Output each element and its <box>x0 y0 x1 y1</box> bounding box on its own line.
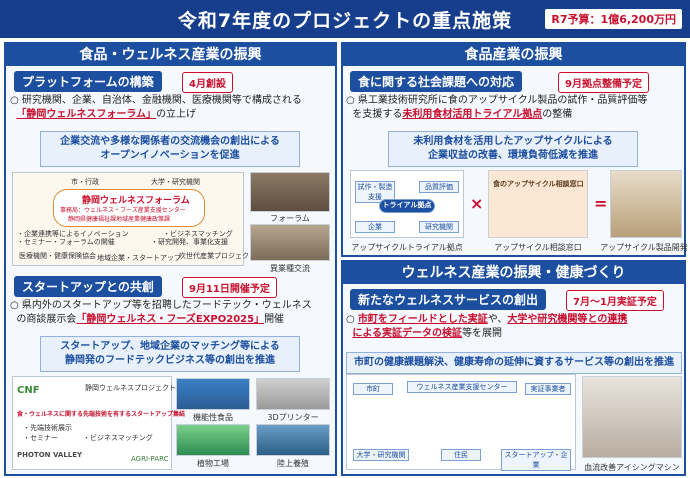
startup-title: スタートアップとの共創 <box>14 276 162 297</box>
icing-machine-caption: 血流改善アイシングマシン <box>584 463 680 472</box>
functional-food-photo <box>176 378 250 410</box>
expo-diagram: CNF 静岡ウェルネスプロジェクト 食・ウェルネスに関する先端技術を有するスター… <box>12 376 185 470</box>
platform-badge: 4月創設 <box>182 72 233 93</box>
service-diagram: 市町 ウェルネス産業支援センター 実証事業者 大学・研究機関 住民 スタートアッ… <box>346 374 576 471</box>
forum-photo-caption: フォーラム <box>270 214 310 223</box>
service-title: 新たなウェルネスサービスの創出 <box>350 289 547 310</box>
equals-symbol: = <box>594 194 608 213</box>
right-bottom-panel-title: ウェルネス産業の振興・健康づくり <box>343 262 684 284</box>
platform-title: プラットフォームの構築 <box>14 71 162 92</box>
trial-base-center: トライアル拠点 <box>379 199 435 213</box>
budget-badge: R7予算：1億6,200万円 <box>545 9 682 29</box>
startup-badge: 9月11日開催予定 <box>182 277 277 298</box>
consultation-window-image: 食のアップサイクル相談窓口 <box>488 170 588 238</box>
page-header: 令和7年度のプロジェクトの重点施策 R7予算：1億6,200万円 <box>0 0 690 38</box>
aquaculture-caption: 陸上養殖 <box>277 459 309 468</box>
photon-valley-logo: PHOTON VALLEY <box>17 451 83 459</box>
plant-factory-caption: 植物工場 <box>197 459 229 468</box>
forum-highlight: 「静岡ウェルネスフォーラム」 <box>16 109 157 120</box>
startup-callout: スタートアップ、地域企業のマッチング等による 静岡発のフードテックビジネス等の創… <box>40 336 300 372</box>
3d-printer-caption: 3Dプリンター <box>267 413 319 422</box>
data-verify-highlight: による実証データの検証 <box>352 328 463 339</box>
upcycle-product-caption: アップサイクル製品開発 <box>600 243 688 252</box>
trial-base-caption: アップサイクルトライアル拠点 <box>351 243 463 252</box>
trial-base-diagram: 試作・製造支援 品質評価 トライアル拠点 企業 研究機関 <box>350 170 464 238</box>
functional-food-caption: 機能性食品 <box>193 413 233 422</box>
left-panel-title: 食品・ウェルネス産業の振興 <box>6 44 335 66</box>
social-text: ○ 県工業技術研究所に食のアップサイクル製品の試作・品質評価等 を支援する未利用… <box>346 95 648 120</box>
social-title: 食に関する社会課題への対応 <box>350 71 523 92</box>
page-title: 令和7年度のプロジェクトの重点施策 <box>177 10 513 32</box>
social-callout: 未利用食材を活用したアップサイクルによる 企業収益の改善、環境負荷低減を推進 <box>388 131 638 167</box>
forum-photo <box>250 172 330 212</box>
service-badge: 7月～1月実証予定 <box>566 290 664 311</box>
social-badge: 9月拠点整備予定 <box>558 72 649 93</box>
expo-highlight: 「静岡ウェルネス・フーズEXPO2025」 <box>76 314 265 325</box>
agri-parc-logo: AGRI-PARC <box>131 455 169 463</box>
aquaculture-photo <box>256 424 330 456</box>
icing-machine-photo <box>582 376 682 458</box>
forum-diagram: 市・行政 大学・研究機関 静岡ウェルネスフォーラム 事務局：ウェルネス・フーズ産… <box>12 172 256 266</box>
3d-printer-photo <box>256 378 330 410</box>
plant-factory-photo <box>176 424 250 456</box>
platform-callout: 企業交流や多様な関係者の交流機会の創出による オープンイノベーションを促進 <box>40 131 300 167</box>
service-callout: 市町の健康課題解決、健康寿命の延伸に資するサービス等の創出を推進 <box>346 352 682 374</box>
times-symbol: × <box>470 194 484 213</box>
cnf-logo: CNF <box>17 385 40 396</box>
field-trial-highlight: 市町をフィールドとした実証 <box>357 314 488 325</box>
startup-text: ○ 県内外のスタートアップ等を招聘したフードテック・ウェルネス の商談展示会「静… <box>10 300 312 325</box>
right-top-panel-title: 食品産業の振興 <box>343 44 684 66</box>
forum-center-box: 静岡ウェルネスフォーラム 事務局：ウェルネス・フーズ産業支援センター 静岡県健康… <box>53 189 205 227</box>
university-highlight: 大学や研究機関等との連携 <box>507 314 628 325</box>
trial-base-highlight: 未利用食材活用トライアル拠点 <box>402 109 543 120</box>
service-text: ○ 市町をフィールドとした実証や、大学や研究機関等との連携 による実証データの検… <box>346 314 628 339</box>
platform-text: ○ 研究機関、企業、自治体、金融機関、医療機関等で構成される 「静岡ウェルネスフ… <box>10 95 302 120</box>
exchange-photo-caption: 異業種交流 <box>270 264 310 273</box>
upcycle-product-photo <box>610 170 682 238</box>
expo-banner: 食・ウェルネスに関する先端技術を有するスタートアップ集結 <box>17 411 186 418</box>
consultation-window-caption: アップサイクル相談窓口 <box>494 243 582 252</box>
exchange-photo <box>250 224 330 261</box>
